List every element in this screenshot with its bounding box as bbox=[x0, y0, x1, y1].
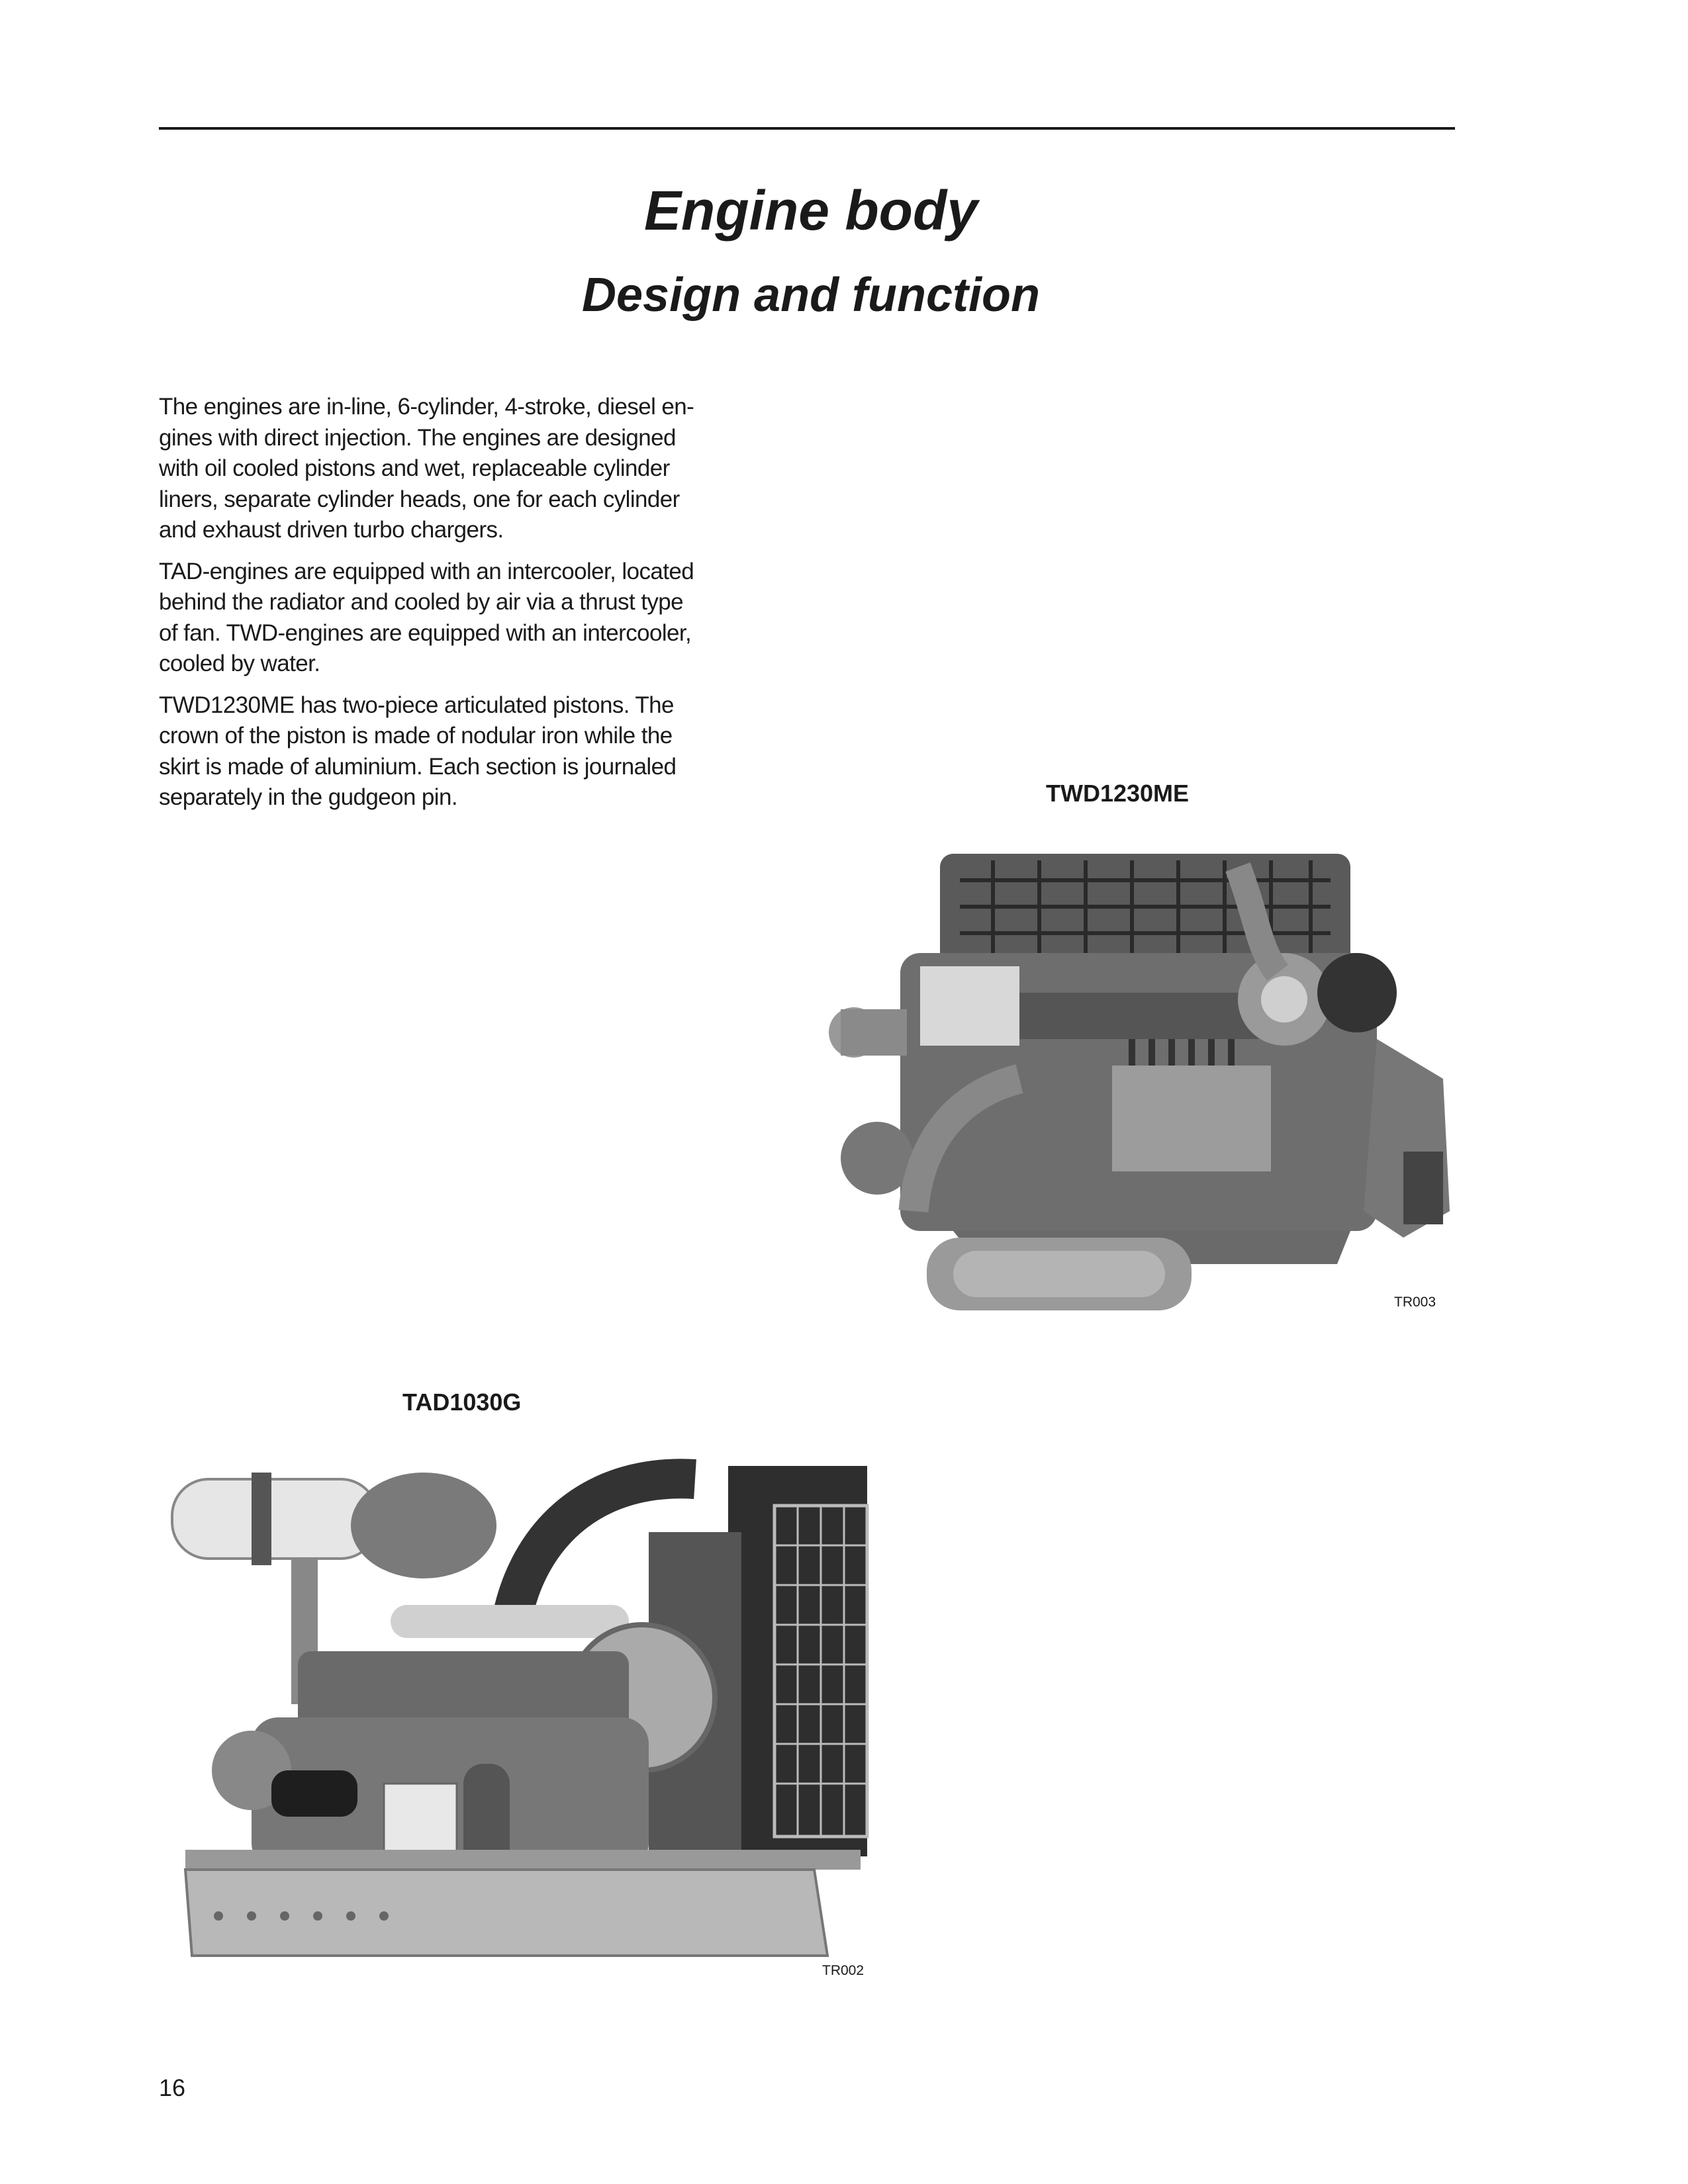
header-rule bbox=[159, 127, 1455, 130]
text-line: skirt is made of aluminium. Each section… bbox=[159, 753, 677, 780]
paragraph: TWD1230ME has two-piece articulated pist… bbox=[159, 690, 794, 813]
figure-code-tr002: TR002 bbox=[822, 1963, 865, 1978]
figure-code-tr003: TR003 bbox=[1394, 1295, 1436, 1310]
text-line: gines with direct injection. The engines… bbox=[159, 424, 676, 451]
page-number: 16 bbox=[159, 2074, 186, 2101]
text-line: liners, separate cylinder heads, one for… bbox=[159, 486, 680, 512]
text-line: The engines are in-line, 6-cylinder, 4-s… bbox=[159, 394, 694, 420]
body-text: The engines are in-line, 6-cylinder, 4-s… bbox=[159, 392, 794, 824]
page-subtitle: Design and function bbox=[582, 269, 1040, 322]
text-line: TAD-engines are equipped with an interco… bbox=[159, 558, 694, 584]
engine-photo-twd1230me bbox=[829, 854, 1450, 1310]
page-title: Engine body bbox=[644, 179, 978, 242]
text-line: TWD1230ME has two-piece articulated pist… bbox=[159, 692, 674, 718]
engine-photo-tad1030g bbox=[171, 1459, 869, 1957]
text-line: crown of the piston is made of nodular i… bbox=[159, 723, 673, 749]
text-line: cooled by water. bbox=[159, 651, 320, 676]
text-line: and exhaust driven turbo chargers. bbox=[159, 517, 504, 543]
paragraph: TAD-engines are equipped with an interco… bbox=[159, 557, 794, 680]
text-line: with oil cooled pistons and wet, replace… bbox=[159, 455, 670, 481]
text-line: separately in the gudgeon pin. bbox=[159, 784, 458, 810]
paragraph: The engines are in-line, 6-cylinder, 4-s… bbox=[159, 392, 794, 546]
figure-label-twd1230me: TWD1230ME bbox=[1046, 780, 1190, 807]
text-line: of fan. TWD-engines are equipped with an… bbox=[159, 619, 692, 646]
figure-label-tad1030g: TAD1030G bbox=[402, 1388, 522, 1416]
text-line: behind the radiator and cooled by air vi… bbox=[159, 589, 684, 615]
